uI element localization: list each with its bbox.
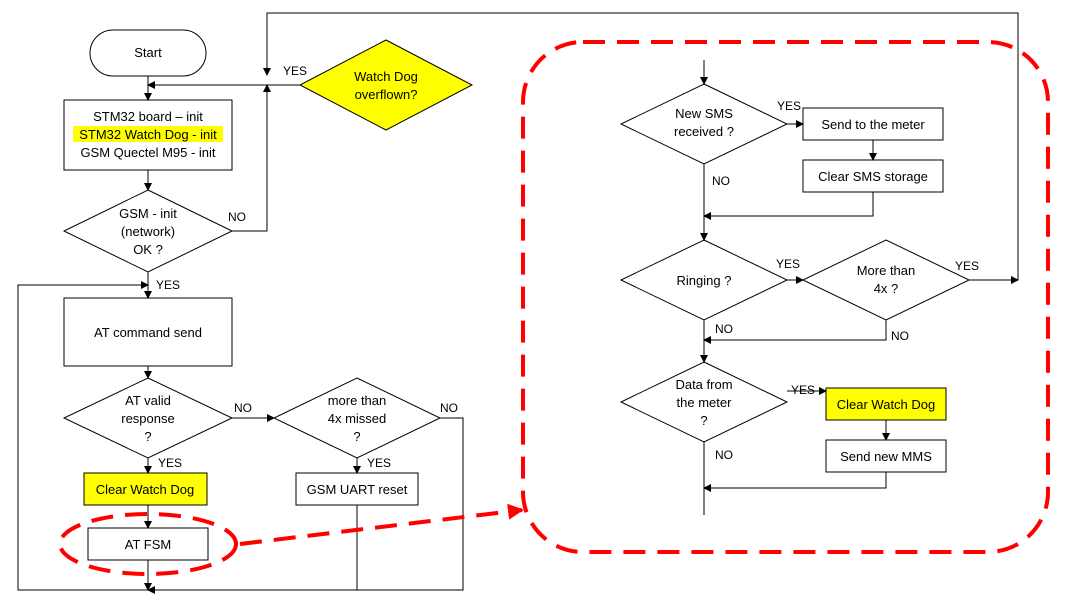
edge-loop-back-left	[17, 281, 149, 591]
edge-label-gsm-yes: YES	[156, 278, 180, 292]
init-label-watchdog: STM32 Watch Dog - init	[79, 127, 217, 142]
callout-connector-arrow	[239, 503, 524, 546]
ringing-label: Ringing ?	[677, 273, 732, 288]
init-highlight	[73, 126, 223, 142]
edge-label-watchdog-yes: YES	[283, 64, 307, 78]
gsm-label-3: OK ?	[133, 242, 163, 257]
at-send-label: AT command send	[94, 325, 202, 340]
at-fsm-callout-outline	[58, 512, 238, 576]
missed-label-3: ?	[353, 429, 360, 444]
data-label-2: the meter	[677, 395, 733, 410]
uart-reset-label: GSM UART reset	[307, 482, 408, 497]
more4x-label-1: More than	[857, 263, 916, 278]
watchdog-label-1: Watch Dog	[354, 69, 418, 84]
edge-label-ringing-no: NO	[715, 322, 733, 336]
edge-label-data-yes: YES	[791, 383, 815, 397]
init-label-gsm: GSM Quectel M95 - init	[80, 145, 215, 160]
edge-missed-no	[357, 417, 464, 591]
gsm-label-1: GSM - init	[119, 206, 177, 221]
uart-reset-box	[295, 472, 419, 506]
edge-sendmms-back	[703, 472, 887, 492]
edge-label-ringing-yes: YES	[776, 257, 800, 271]
at-send-box	[63, 297, 233, 367]
send-mms-label: Send new MMS	[840, 449, 932, 464]
edge-label-sms-no: NO	[712, 174, 730, 188]
watchdog-decision	[298, 39, 474, 131]
sms-label-1: New SMS	[675, 106, 733, 121]
more4x-decision	[801, 239, 971, 321]
at-valid-label-1: AT valid	[125, 393, 171, 408]
clear-watchdog-right-box	[825, 387, 947, 421]
at-valid-label-3: ?	[144, 429, 151, 444]
edge-more4x-no	[703, 320, 887, 344]
missed-label-1: more than	[328, 393, 387, 408]
send-meter-label: Send to the meter	[821, 117, 925, 132]
edge-label-data-no: NO	[715, 448, 733, 462]
at-fsm-box	[87, 527, 209, 561]
clear-watchdog-left-label: Clear Watch Dog	[96, 482, 195, 497]
clear-watchdog-right-label: Clear Watch Dog	[837, 397, 936, 412]
missed-label-2: 4x missed	[328, 411, 387, 426]
edge-label-more4x-yes: YES	[955, 259, 979, 273]
edge-label-missed-no: NO	[440, 401, 458, 415]
clear-watchdog-left-box	[83, 472, 208, 506]
edge-clearsms-back	[703, 192, 874, 220]
clear-sms-box	[802, 159, 944, 193]
sms-label-2: received ?	[674, 124, 734, 139]
edge-label-gsm-no: NO	[228, 210, 246, 224]
edge-label-more4x-no: NO	[891, 329, 909, 343]
more4x-label-2: 4x ?	[874, 281, 899, 296]
at-fsm-label: AT FSM	[125, 537, 171, 552]
watchdog-label-2: overflown?	[355, 87, 418, 102]
edge-label-valid-yes: YES	[158, 456, 182, 470]
clear-sms-label: Clear SMS storage	[818, 169, 928, 184]
data-label-1: Data from	[675, 377, 732, 392]
start-label: Start	[134, 45, 162, 60]
edge-watchdog-loop-top	[263, 12, 1019, 280]
data-label-3: ?	[700, 413, 707, 428]
right-section-callout-frame	[521, 40, 1050, 554]
edge-gsm-no	[232, 84, 271, 232]
at-valid-label-2: response	[121, 411, 174, 426]
edge-label-missed-yes: YES	[367, 456, 391, 470]
edge-label-sms-yes: YES	[777, 99, 801, 113]
init-label-board: STM32 board – init	[93, 109, 203, 124]
edge-label-valid-no: NO	[234, 401, 252, 415]
send-mms-box	[825, 439, 947, 473]
gsm-label-2: (network)	[121, 224, 175, 239]
